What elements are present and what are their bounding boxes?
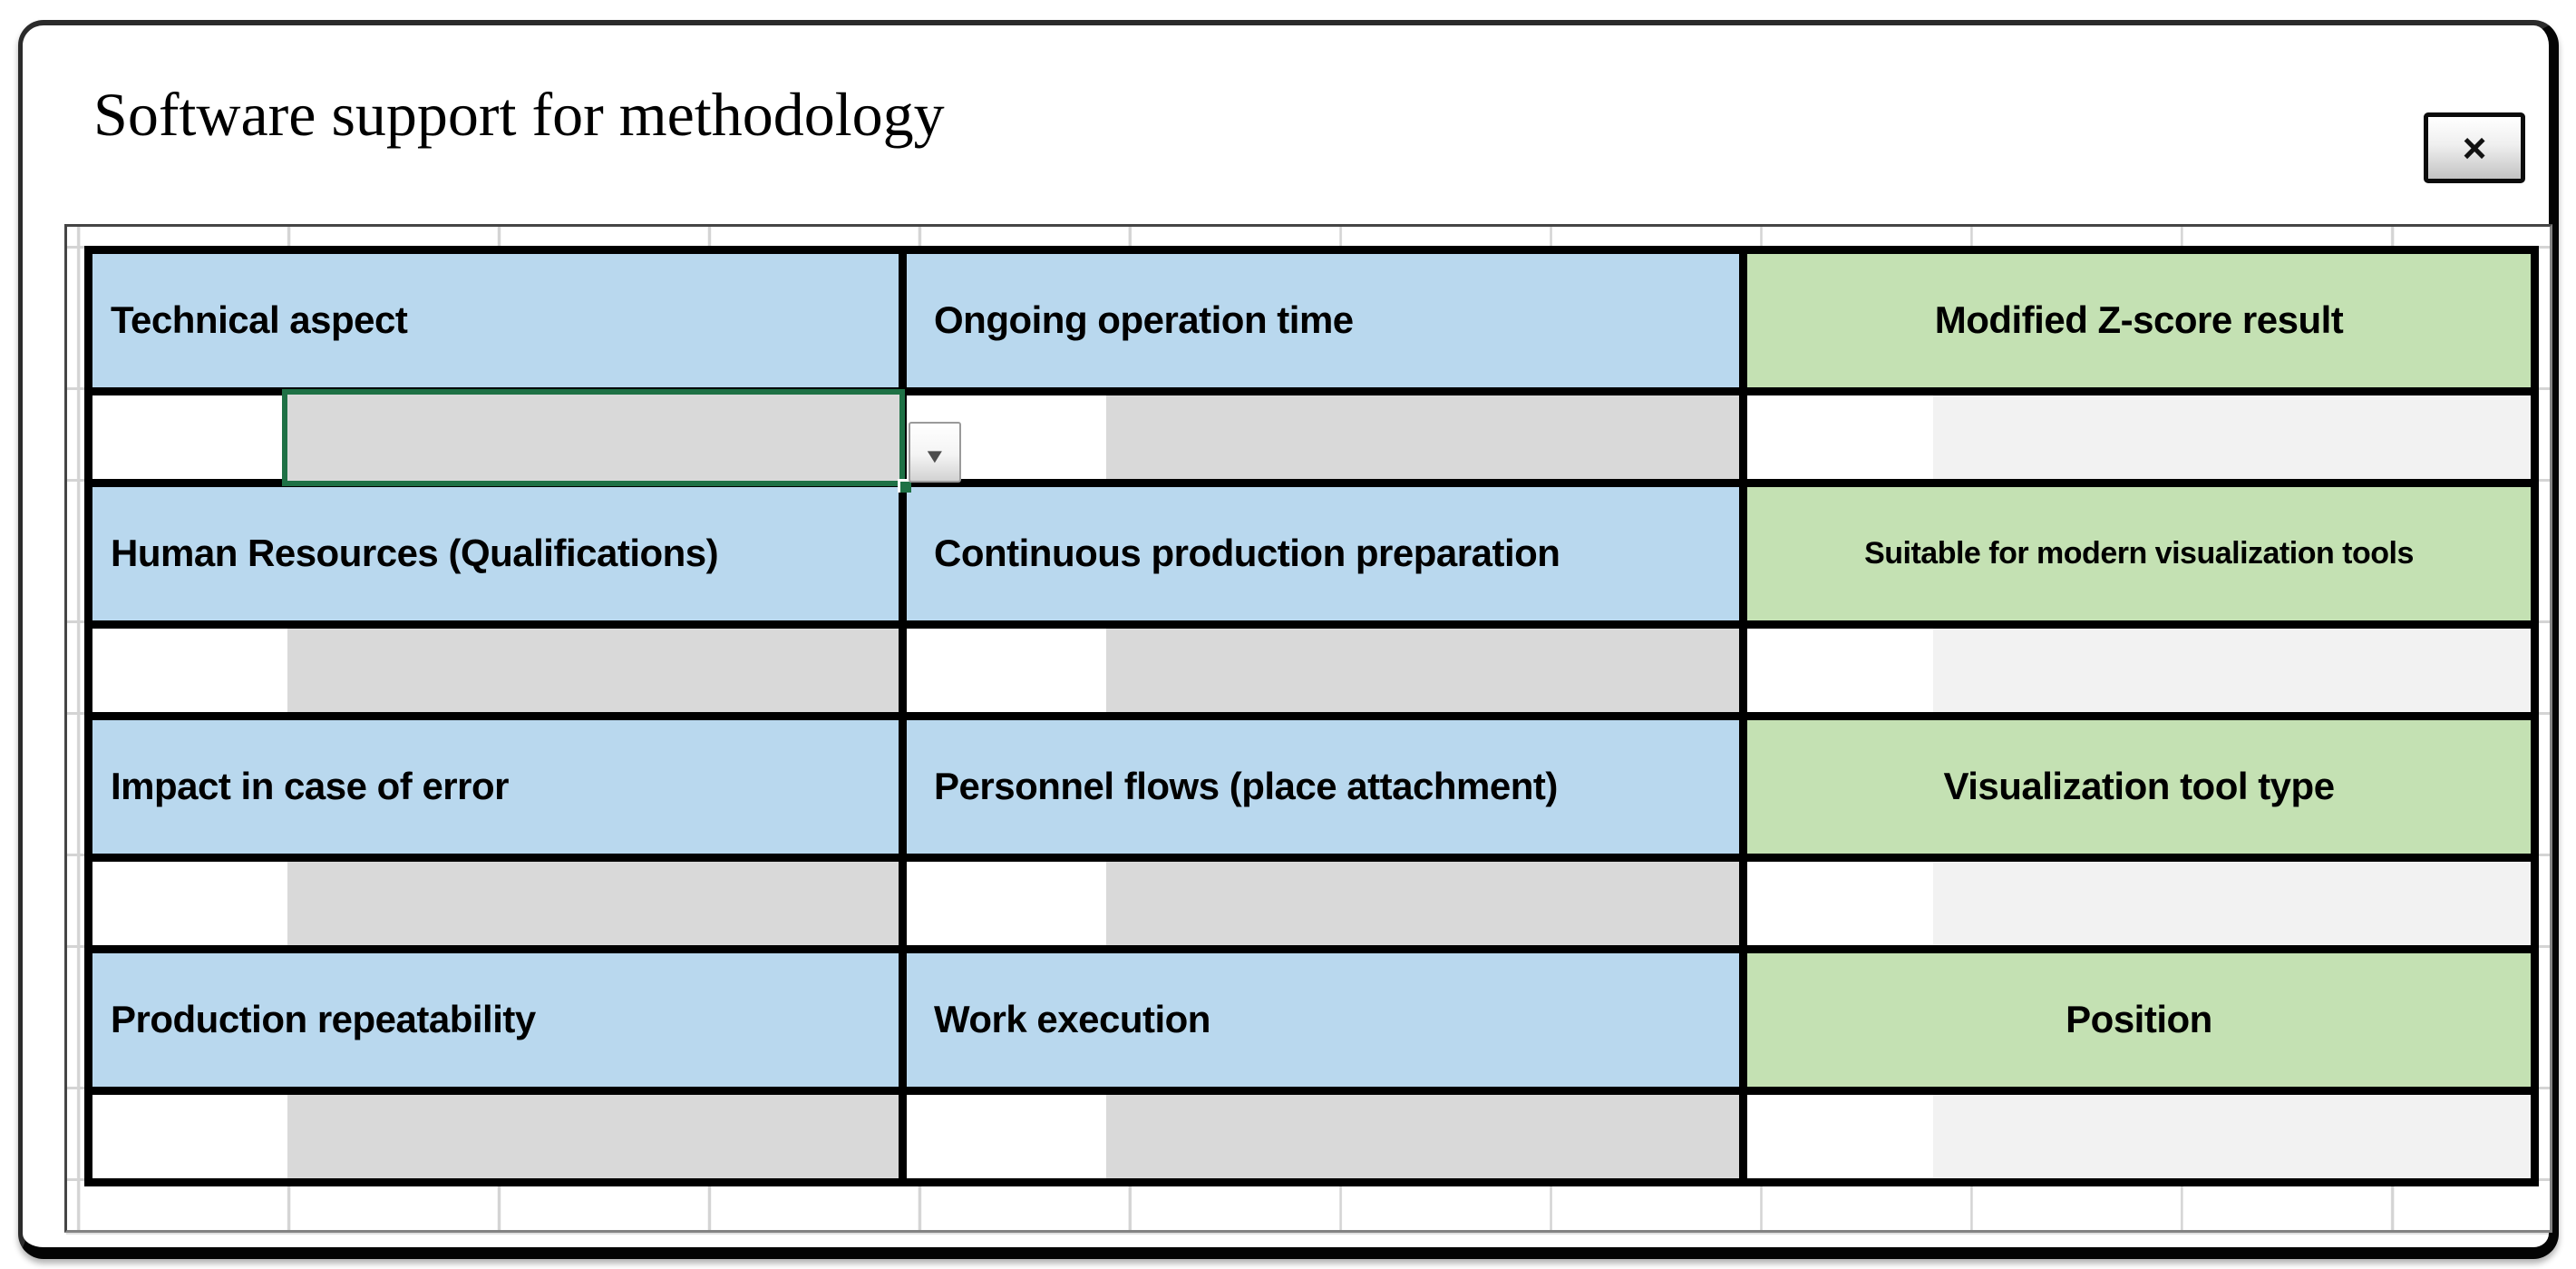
close-button[interactable]: × <box>2424 112 2525 183</box>
header-continuous-production-preparation: Continuous production preparation <box>907 487 1739 620</box>
input-fill[interactable] <box>1106 395 1739 479</box>
input-cell-technical-aspect[interactable] <box>92 389 911 493</box>
input-fill[interactable] <box>1106 862 1739 945</box>
result-fill <box>1933 629 2531 712</box>
input-cell-ongoing-operation-time[interactable]: ▼ <box>907 395 1739 483</box>
header-suitable-for-modern-visualization-tools: Suitable for modern visualization tools <box>1747 487 2531 620</box>
input-cell-personnel-flows[interactable] <box>907 862 1739 945</box>
chevron-down-icon: ▼ <box>922 444 948 467</box>
header-ongoing-operation-time: Ongoing operation time <box>907 254 1739 387</box>
input-fill[interactable] <box>287 862 899 945</box>
header-modified-z-score-result: Modified Z-score result <box>1747 254 2531 387</box>
header-visualization-tool-type: Visualization tool type <box>1747 720 2531 854</box>
input-fill[interactable] <box>1106 1095 1739 1178</box>
input-cell-impact-in-case-of-error[interactable] <box>92 862 899 945</box>
header-impact-in-case-of-error: Impact in case of error <box>92 720 899 854</box>
header-human-resources: Human Resources (Qualifications) <box>92 487 899 620</box>
input-fill[interactable] <box>287 1095 899 1178</box>
result-fill <box>1933 1095 2531 1178</box>
result-cell-suitable-visualization-tools <box>1747 629 2531 712</box>
dialog-window: Software support for methodology × Techn… <box>18 20 2559 1259</box>
fill-handle[interactable] <box>898 479 911 493</box>
dropdown-button[interactable]: ▼ <box>909 422 961 483</box>
header-personnel-flows: Personnel flows (place attachment) <box>907 720 1739 854</box>
header-technical-aspect: Technical aspect <box>92 254 899 387</box>
input-cell-continuous-production-preparation[interactable] <box>907 629 1739 712</box>
input-fill[interactable] <box>287 629 899 712</box>
header-work-execution: Work execution <box>907 953 1739 1087</box>
result-fill <box>1933 395 2531 479</box>
close-icon: × <box>2462 124 2487 171</box>
input-fill[interactable] <box>1106 629 1739 712</box>
result-fill <box>1933 862 2531 945</box>
criteria-table: Technical aspect Ongoing operation time … <box>84 246 2539 1186</box>
result-cell-visualization-tool-type <box>1747 862 2531 945</box>
input-cell-human-resources[interactable] <box>92 629 899 712</box>
input-cell-production-repeatability[interactable] <box>92 1095 899 1178</box>
input-cell-work-execution[interactable] <box>907 1095 1739 1178</box>
result-cell-modified-z-score <box>1747 395 2531 479</box>
header-production-repeatability: Production repeatability <box>92 953 899 1087</box>
header-position: Position <box>1747 953 2531 1087</box>
result-cell-position <box>1747 1095 2531 1178</box>
dialog-title: Software support for methodology <box>93 80 945 149</box>
active-cell-selection[interactable] <box>282 389 911 493</box>
